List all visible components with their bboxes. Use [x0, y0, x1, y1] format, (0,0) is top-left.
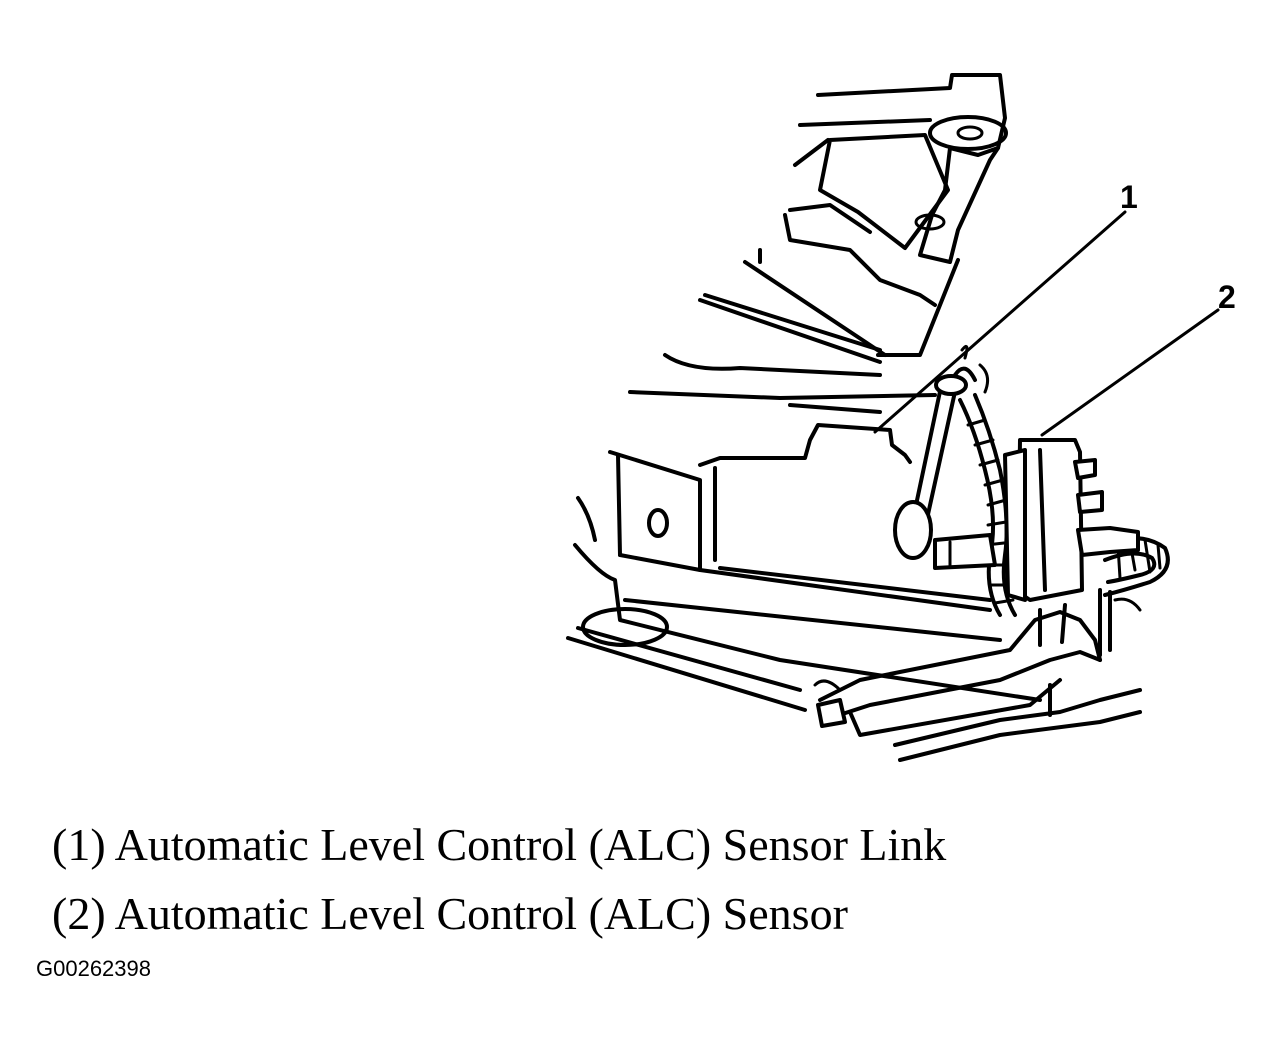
- callout-2-label: 2: [1218, 279, 1236, 315]
- callout-1-label: 1: [1120, 179, 1138, 215]
- legend-item-sensor-link: (1) Automatic Level Control (ALC) Sensor…: [52, 819, 947, 870]
- figure-id: G00262398: [36, 956, 151, 981]
- callout-leaders: [873, 210, 1220, 437]
- upper-frame-bracket: [783, 73, 1008, 307]
- lower-bracket: [813, 603, 1142, 762]
- lower-frame-rail: [566, 423, 1042, 712]
- alc-sensor: [933, 438, 1140, 602]
- control-arm-area: [628, 248, 990, 414]
- sensor-link: [893, 366, 977, 560]
- alc-sensor-diagram: 1 2: [566, 73, 1236, 762]
- legend-item-sensor: (2) Automatic Level Control (ALC) Sensor: [52, 888, 848, 939]
